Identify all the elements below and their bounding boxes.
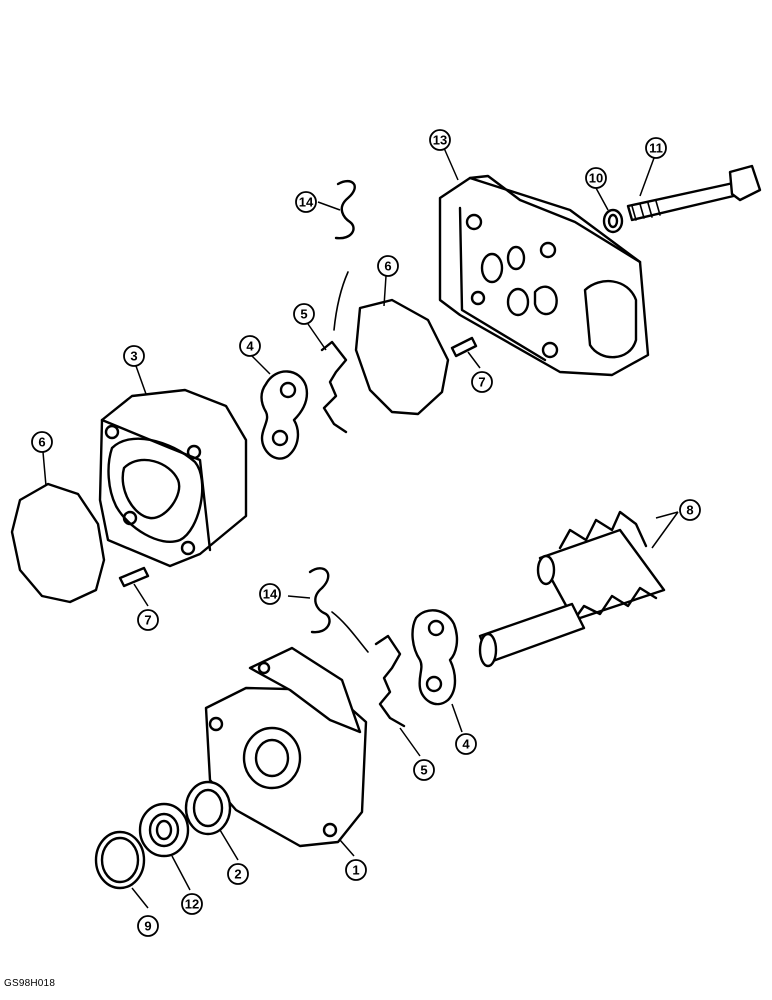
- retaining-ring-part: [94, 830, 146, 890]
- svg-text:4: 4: [246, 339, 254, 354]
- wear-plate-lower-part: [411, 609, 459, 706]
- callout-9: 13: [429, 129, 451, 151]
- svg-text:7: 7: [478, 375, 485, 390]
- leader-lines: [42, 147, 679, 909]
- svg-text:8: 8: [686, 503, 693, 518]
- svg-text:6: 6: [38, 435, 45, 450]
- seal-ring-upper-part: [354, 298, 450, 416]
- svg-text:12: 12: [185, 897, 199, 912]
- callout-14-upper: 14: [295, 191, 317, 213]
- svg-text:11: 11: [649, 141, 663, 156]
- shaft-seal-part: [184, 780, 232, 836]
- callout-8: 8: [679, 499, 701, 521]
- svg-text:7: 7: [144, 613, 151, 628]
- svg-text:10: 10: [589, 171, 603, 186]
- spring-clip-upper-part: [333, 179, 356, 331]
- callout-7-lower: 7: [137, 609, 159, 631]
- svg-text:4: 4: [462, 737, 470, 752]
- callout-11: 11: [645, 137, 667, 159]
- svg-text:6: 6: [384, 259, 391, 274]
- front-housing-part: [204, 646, 368, 848]
- svg-text:14: 14: [263, 587, 278, 602]
- wear-plate-upper-part: [260, 370, 309, 460]
- callout-6-lower: 6: [31, 431, 53, 453]
- svg-text:1: 1: [352, 863, 359, 878]
- callout-3: 3: [123, 345, 145, 367]
- svg-text:3: 3: [130, 349, 137, 364]
- callout-2: 2: [227, 863, 249, 885]
- callout-4-lower: 4: [455, 733, 477, 755]
- wear-plate-seal-upper-part: [320, 340, 348, 434]
- figure-code: GS98H018: [4, 978, 56, 989]
- bearing-part: [138, 802, 190, 858]
- callout-4-upper: 4: [239, 335, 261, 357]
- gear-housing-part: [98, 388, 248, 568]
- dowel-pin-upper-part: [450, 336, 478, 358]
- bolt-part: [626, 164, 762, 222]
- svg-text:9: 9: [144, 919, 151, 934]
- seal-ring-lower-part: [10, 482, 106, 604]
- wear-plate-seal-lower-part: [374, 634, 406, 728]
- drive-gear-shaft-part: [478, 510, 666, 668]
- callout-1: 1: [345, 859, 367, 881]
- svg-text:5: 5: [300, 307, 307, 322]
- callout-12: 12: [181, 893, 203, 915]
- callout-6-upper: 6: [377, 255, 399, 277]
- spring-clip-lower-part: [308, 567, 369, 653]
- callout-14-lower: 14: [259, 583, 281, 605]
- callout-13: 9: [137, 915, 159, 937]
- dowel-pin-lower-part: [118, 566, 150, 588]
- callout-7-upper: 7: [471, 371, 493, 393]
- svg-text:13: 13: [433, 133, 447, 148]
- callout-5-lower: 5: [413, 759, 435, 781]
- svg-text:5: 5: [420, 763, 427, 778]
- svg-text:14: 14: [299, 195, 314, 210]
- washer-part: [602, 208, 624, 234]
- callout-5-upper: 5: [293, 303, 315, 325]
- rear-cover-part: [438, 174, 650, 377]
- callout-10: 10: [585, 167, 607, 189]
- svg-text:2: 2: [234, 867, 241, 882]
